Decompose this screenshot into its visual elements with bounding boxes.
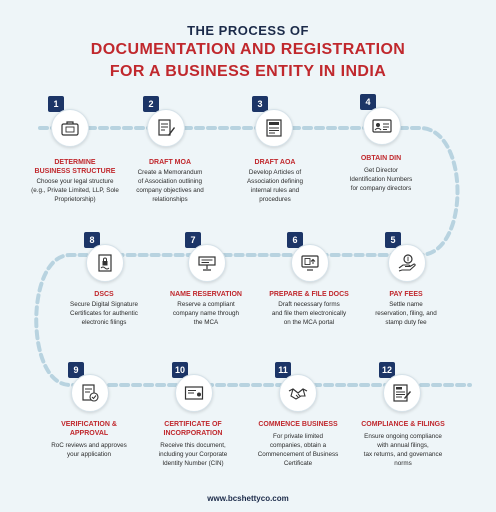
step-6-title: PREPARE & FILE DOCS — [269, 291, 349, 298]
step-5-number: 5 — [385, 232, 401, 248]
step-1-icon-circle — [51, 109, 89, 147]
step-6-desc-line-1: Draft necessary forms — [278, 301, 340, 308]
step-3-desc-line-2: Association defining — [246, 178, 303, 185]
step-5-desc-line-1: Settle name — [389, 301, 423, 308]
step-3-desc-line-4: procedures — [259, 196, 291, 203]
step-12-desc-line-1: Ensure ongoing compliance — [364, 433, 442, 440]
step-7-title: NAME RESERVATION — [170, 291, 242, 298]
step-9-title-line-2: APPROVAL — [69, 430, 109, 437]
step-11-desc-line-1: For private limited — [272, 433, 324, 440]
step-10-title-line-2: INCORPORATION — [163, 430, 223, 437]
step-4-title: OBTAIN DIN — [360, 155, 402, 162]
step-7-icon-circle — [188, 244, 226, 282]
step-12-icon-circle — [383, 374, 421, 412]
step-9-desc-line-1: RoC reviews and approves — [51, 442, 127, 449]
step-1-title-line-1: DETERMINE — [54, 159, 96, 166]
step-8-icon-circle — [86, 244, 124, 282]
step-4-desc-line-3: for company directors — [350, 185, 412, 192]
step-2-desc-line-3: company objectives and — [136, 187, 204, 194]
step-5-title: PAY FEES — [389, 291, 423, 298]
step-6-number: 6 — [287, 232, 303, 248]
step-8-number: 8 — [84, 232, 100, 248]
step-3-desc-line-1: Develop Articles of — [248, 169, 302, 176]
step-3-number: 3 — [252, 96, 268, 112]
articles-document-icon — [266, 119, 282, 137]
step-9-title-line-1: VERIFICATION & — [61, 421, 117, 428]
step-4-number: 4 — [360, 94, 376, 110]
step-2-number: 2 — [143, 96, 159, 112]
step-11-icon-circle — [279, 374, 317, 412]
step-6-icon-circle — [291, 244, 329, 282]
step-4-desc-line-1: Get Director — [364, 167, 398, 174]
step-12-number: 12 — [379, 362, 395, 378]
step-5-desc-line-3: stamp duty fee — [385, 319, 427, 326]
step-7-desc-line-3: the MCA — [193, 319, 219, 326]
step-12-title: COMPLIANCE & FILINGS — [361, 421, 445, 428]
step-11-number: 11 — [275, 362, 291, 378]
file-upload-icon — [301, 255, 319, 271]
name-reservation-icon — [198, 256, 216, 271]
document-pen-icon — [158, 119, 175, 136]
step-3-desc-line-3: internal rules and — [250, 187, 300, 194]
step-8-desc-line-2: Certificates for authentic — [70, 310, 138, 317]
step-12-desc-line-3: tax returns, and governance — [363, 451, 443, 458]
step-5-desc-line-2: reservation, filing, and — [375, 310, 437, 317]
step-10-number: 10 — [172, 362, 188, 378]
digital-signature-icon — [98, 254, 112, 272]
id-card-icon — [372, 119, 392, 133]
step-7-desc-line-1: Reserve a compliant — [177, 301, 235, 308]
step-12-desc-line-2: with annual filings, — [377, 442, 429, 449]
step-1-desc-line-2: (e.g., Private Limited, LLP, Sole — [31, 187, 119, 194]
step-3-icon-circle — [255, 109, 293, 147]
step-10-desc-line-1: Receive this document, — [160, 442, 226, 449]
step-4-desc-line-2: Identification Numbers — [349, 176, 413, 183]
step-5-icon-circle — [388, 244, 426, 282]
step-3-title: DRAFT AOA — [254, 159, 296, 166]
step-12-desc-line-4: norms — [394, 460, 412, 467]
step-1-title-line-2: BUSINESS STRUCTURE — [34, 168, 116, 175]
step-6-desc-line-2: and file them electronically — [271, 310, 347, 317]
step-7-desc-line-2: company name through — [172, 310, 240, 317]
step-2-desc-line-4: relationships — [152, 196, 188, 203]
step-11-desc-line-3: Commencement of Business — [257, 451, 339, 458]
step-1-desc-line-1: Choose your legal structure — [36, 178, 114, 185]
ltd-briefcase-icon — [61, 121, 79, 136]
title-line-2: DOCUMENTATION AND REGISTRATION — [90, 41, 406, 58]
certificate-icon — [184, 386, 204, 400]
step-10-desc-line-3: Identity Number (CIN) — [162, 460, 224, 467]
step-8-desc-line-3: electronic filings — [81, 319, 127, 326]
step-1-number: 1 — [48, 96, 64, 112]
step-9-icon-circle — [71, 374, 109, 412]
step-2-desc-line-2: of Association outlining — [137, 178, 203, 185]
title-line-3: FOR A BUSINESS ENTITY IN INDIA — [109, 63, 387, 80]
hand-coin-icon — [398, 254, 416, 272]
compliance-checklist-icon — [393, 384, 411, 402]
handshake-icon — [288, 388, 308, 400]
website-url: www.bcshettyco.com — [207, 494, 289, 503]
step-11-title: COMMENCE BUSINESS — [258, 421, 338, 428]
step-2-title: DRAFT MOA — [149, 159, 191, 166]
step-1-desc-line-3: Proprietorship) — [54, 196, 96, 203]
step-9-desc-line-2: your application — [66, 451, 112, 458]
step-11-desc-line-2: companies, obtain a — [269, 442, 327, 449]
step-4-icon-circle — [363, 107, 401, 145]
title-line-1: THE PROCESS OF — [187, 23, 309, 38]
step-7-number: 7 — [185, 232, 201, 248]
step-9-number: 9 — [68, 362, 84, 378]
step-10-title-line-1: CERTIFICATE OF — [164, 421, 222, 428]
step-2-icon-circle — [147, 109, 185, 147]
step-2-desc-line-1: Create a Memorandum — [137, 169, 203, 176]
step-10-desc-line-2: including your Corporate — [158, 451, 228, 458]
step-8-desc-line-1: Secure Digital Signature — [70, 301, 138, 308]
step-6-desc-line-3: on the MCA portal — [283, 319, 335, 326]
step-8-title: DSCS — [94, 291, 114, 298]
step-10-icon-circle — [175, 374, 213, 412]
verification-icon — [82, 384, 99, 402]
step-11-desc-line-4: Certificate — [283, 460, 313, 467]
